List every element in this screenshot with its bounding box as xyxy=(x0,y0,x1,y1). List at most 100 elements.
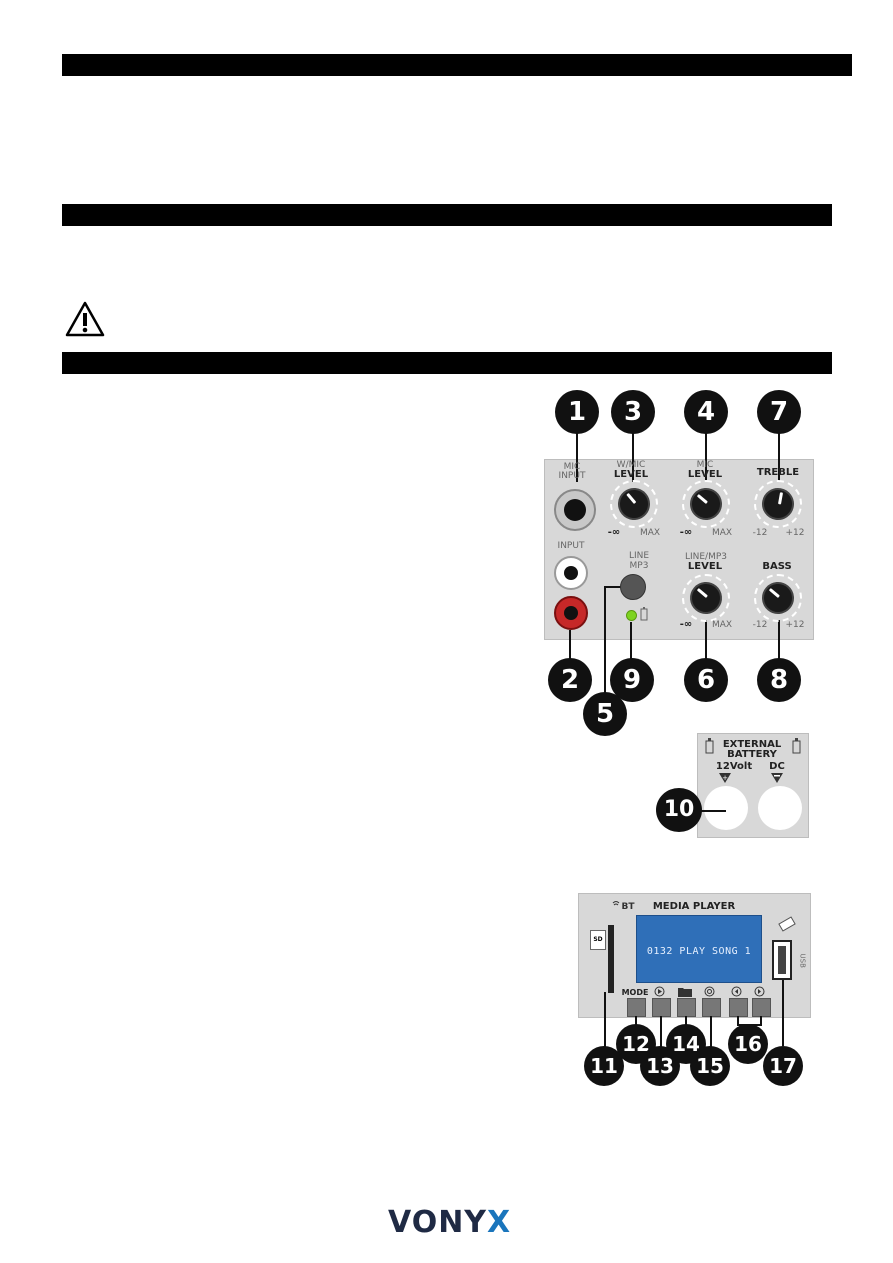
bass-max-label: +12 xyxy=(785,620,805,630)
mp3-label: MP3 xyxy=(629,561,649,571)
bt-label: BT xyxy=(621,902,635,912)
power-led xyxy=(626,610,637,621)
callout-line-15 xyxy=(710,1016,712,1048)
section-header-bar-1 xyxy=(62,54,852,76)
warning-icon xyxy=(65,301,105,337)
rca-input-white[interactable] xyxy=(554,556,588,590)
wmic-max-label: MAX xyxy=(639,528,661,538)
callout-line-5b xyxy=(604,586,630,588)
mic-min-label: -∞ xyxy=(679,527,693,538)
lcd-text: 0132 PLAY SONG 1 xyxy=(646,946,752,957)
mic-level-knob[interactable] xyxy=(682,480,730,528)
callout-6: 6 xyxy=(684,658,728,702)
section-header-bar-3 xyxy=(62,352,832,374)
media-player-title: MEDIA PLAYER xyxy=(652,901,736,912)
line-min-label: -∞ xyxy=(679,619,693,630)
battery-right-icon xyxy=(792,738,801,754)
next-icon xyxy=(754,986,765,997)
treble-max-label: +12 xyxy=(785,528,805,538)
svg-text:+: + xyxy=(722,774,728,782)
callout-13: 13 xyxy=(640,1046,680,1086)
repeat-button[interactable] xyxy=(702,998,721,1017)
callout-line-16a xyxy=(737,1016,739,1026)
callout-line-3 xyxy=(632,430,634,482)
folder-button[interactable] xyxy=(677,998,696,1017)
sd-card-slot[interactable] xyxy=(608,925,614,993)
callout-9: 9 xyxy=(610,658,654,702)
wmic-level-knob[interactable] xyxy=(610,480,658,528)
next-button[interactable] xyxy=(752,998,771,1017)
line-label: LINE xyxy=(628,551,650,561)
mic-max-label: MAX xyxy=(711,528,733,538)
battery-minus-terminal[interactable] xyxy=(758,786,802,830)
callout-line-8 xyxy=(778,620,780,670)
sd-card-icon: SD xyxy=(590,930,606,950)
battery-plus-terminal[interactable] xyxy=(704,786,748,830)
battery-title: EXTERNAL BATTERY xyxy=(722,739,782,760)
battery-voltage: 12Volt xyxy=(715,761,753,772)
section-header-bar-2 xyxy=(62,204,832,226)
lcd-display: 0132 PLAY SONG 1 xyxy=(636,915,762,983)
wmic-top-label: W/MIC xyxy=(616,460,646,470)
treble-min-label: -12 xyxy=(752,528,768,538)
line-max-label: MAX xyxy=(711,620,733,630)
play-icon xyxy=(654,986,665,997)
bass-knob[interactable] xyxy=(754,574,802,622)
bass-label: BASS xyxy=(762,561,792,572)
callout-line-11 xyxy=(604,992,606,1048)
mic-input-jack[interactable] xyxy=(554,489,596,531)
logo-x-letter: X xyxy=(487,1205,512,1240)
mode-button[interactable] xyxy=(627,998,646,1017)
folder-icon xyxy=(678,988,692,997)
mode-label: MODE xyxy=(621,988,649,997)
usb-port[interactable] xyxy=(772,940,792,980)
callout-1: 1 xyxy=(555,390,599,434)
bass-min-label: -12 xyxy=(752,620,768,630)
usb-label: USB xyxy=(798,953,807,968)
bluetooth-icon xyxy=(612,901,620,906)
callout-line-17 xyxy=(782,980,784,1046)
callout-5: 5 xyxy=(583,692,627,736)
treble-knob[interactable] xyxy=(754,480,802,528)
rca-input-red[interactable] xyxy=(554,596,588,630)
battery-dc: DC xyxy=(769,761,785,772)
callout-line-14 xyxy=(685,1016,687,1030)
callout-2: 2 xyxy=(548,658,592,702)
previous-button[interactable] xyxy=(729,998,748,1017)
wmic-level-label: LEVEL xyxy=(613,469,649,480)
battery-small-icon xyxy=(640,607,648,621)
callout-7: 7 xyxy=(757,390,801,434)
callout-17: 17 xyxy=(763,1046,803,1086)
callout-line-7 xyxy=(778,430,780,482)
callout-4: 4 xyxy=(684,390,728,434)
mic-level-label: LEVEL xyxy=(687,469,723,480)
callout-line-9 xyxy=(630,622,632,670)
mic-input-label: MIC INPUT xyxy=(558,462,586,481)
mic-level-top-label: MIC xyxy=(696,460,714,470)
input-label: INPUT xyxy=(557,541,585,551)
repeat-icon xyxy=(704,986,715,997)
callout-line-4 xyxy=(705,430,707,482)
callout-10: 10 xyxy=(656,788,702,832)
line-mp3-level-knob[interactable] xyxy=(682,574,730,622)
brand-logo: VONYX xyxy=(388,1205,512,1240)
callout-15: 15 xyxy=(690,1046,730,1086)
previous-icon xyxy=(731,986,742,997)
callout-11: 11 xyxy=(584,1046,624,1086)
callout-line-2 xyxy=(569,630,571,670)
wmic-min-label: -∞ xyxy=(607,527,621,538)
callout-line-10 xyxy=(700,810,726,812)
callout-16: 16 xyxy=(728,1024,768,1064)
line-mp3-switch[interactable] xyxy=(620,574,646,600)
battery-left-icon xyxy=(705,738,714,754)
callout-line-12 xyxy=(635,1016,637,1030)
usb-drive-icon xyxy=(778,916,796,932)
treble-label: TREBLE xyxy=(756,467,800,478)
callout-8: 8 xyxy=(757,658,801,702)
callout-line-1 xyxy=(576,430,578,482)
callout-3: 3 xyxy=(611,390,655,434)
callout-14: 14 xyxy=(666,1024,706,1064)
play-pause-button[interactable] xyxy=(652,998,671,1017)
callout-line-6 xyxy=(705,620,707,670)
callout-line-5 xyxy=(604,586,606,696)
